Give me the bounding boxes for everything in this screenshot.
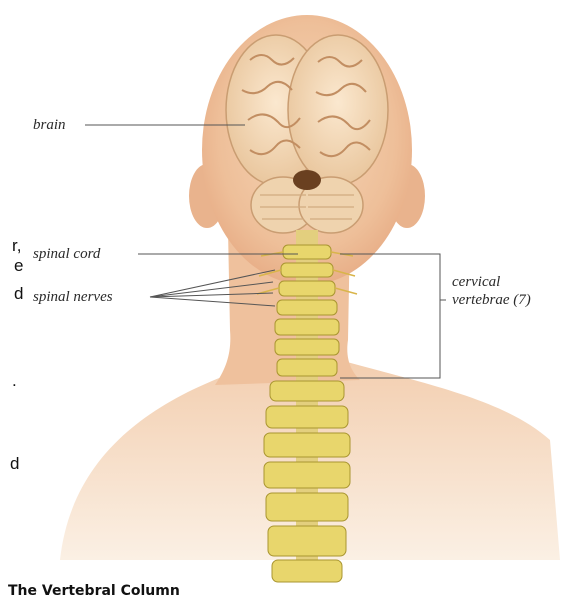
label-cervical: cervical	[452, 274, 500, 290]
label-brain: brain	[33, 117, 66, 133]
edge-text-fragment: d	[14, 285, 23, 302]
label-spinal-cord: spinal cord	[33, 246, 101, 262]
label-spinal-nerves: spinal nerves	[33, 289, 113, 305]
edge-text-fragment: d	[10, 455, 19, 472]
figure-caption: The Vertebral Column	[8, 583, 180, 599]
edge-text-fragment: r,	[12, 237, 21, 254]
brain-illustration	[226, 35, 388, 233]
cervical-bracket	[340, 254, 446, 378]
edge-text-fragment: .	[12, 372, 17, 389]
label-vertebrae: vertebrae (7)	[452, 292, 531, 308]
edge-text-fragment: e	[14, 257, 23, 274]
